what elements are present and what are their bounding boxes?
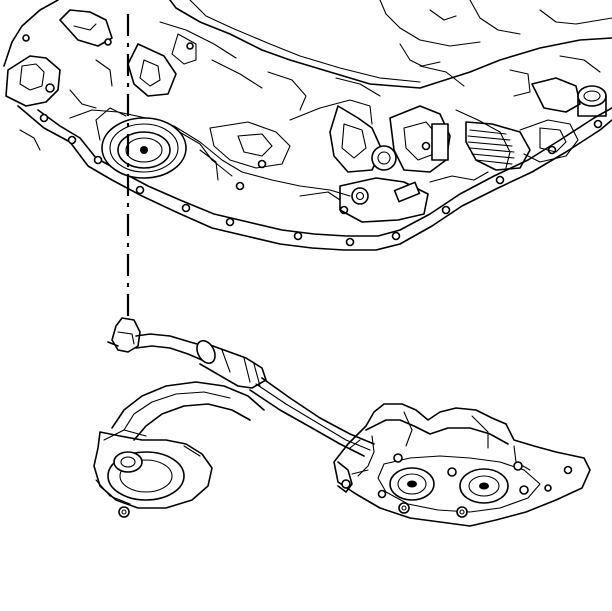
pump-gear-left (389, 467, 435, 501)
oil-pump-mounting-boss (95, 107, 187, 179)
oil-filter-screen (196, 339, 267, 389)
case-cylinder-right (577, 85, 607, 117)
case-hatch (467, 129, 515, 165)
oil-pump-assembly (93, 403, 591, 527)
pump-gear-right (459, 468, 509, 504)
transmission-case (3, 0, 612, 251)
pump-bolts (377, 453, 573, 518)
oil-pump-suction-pipe (107, 317, 375, 457)
